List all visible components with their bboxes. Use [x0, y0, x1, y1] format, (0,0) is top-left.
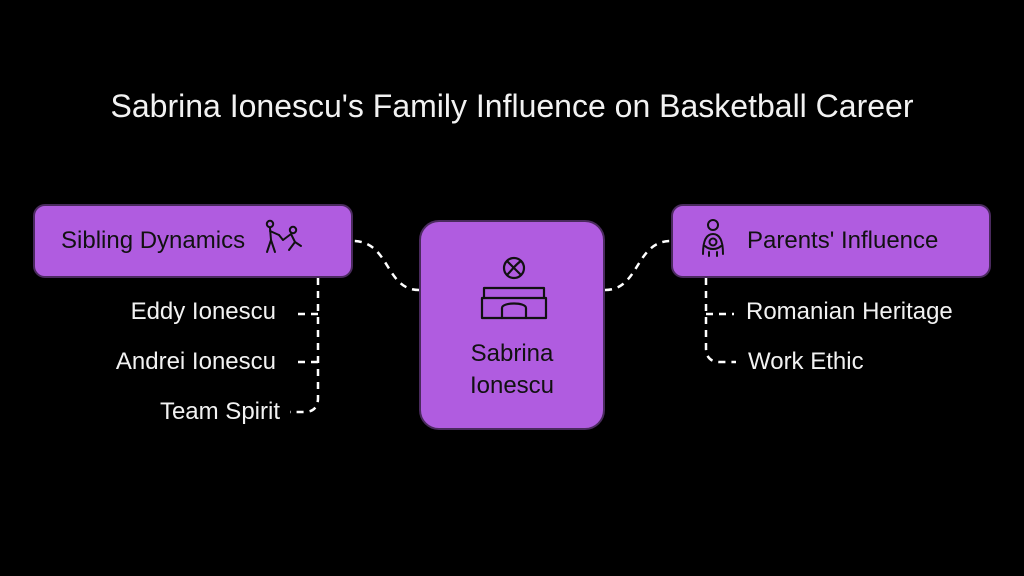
playing-people-icon	[261, 216, 305, 267]
leaf-romanian-heritage: Romanian Heritage	[746, 298, 953, 325]
center-label-line1: Sabrina	[470, 340, 554, 367]
connector-sibling-spine	[290, 278, 320, 414]
center-label-line2: Ionescu	[469, 372, 555, 399]
sibling-dynamics-label: Sibling Dynamics	[61, 227, 246, 254]
leaf-eddy-ionescu: Eddy Ionescu	[130, 298, 276, 325]
basketball-court-icon	[476, 252, 552, 333]
sabrina-ionescu-node: Sabrina Ionescu	[419, 220, 605, 430]
parent-with-child-icon	[693, 216, 733, 267]
center-label: Sabrina Ionescu	[421, 338, 603, 402]
leaf-andrei-ionescu: Andrei Ionescu	[115, 348, 276, 375]
leaf-work-ethic: Work Ethic	[748, 348, 864, 375]
connector-center-parents	[604, 239, 672, 292]
leaf-team-spirit: Team Spirit	[159, 398, 280, 425]
parents-influence-label: Parents' Influence	[747, 227, 939, 254]
sibling-dynamics-node: Sibling Dynamics	[33, 204, 353, 278]
connector-center-sibling	[352, 239, 420, 292]
connector-parents-spine	[704, 278, 736, 364]
diagram-title: Sabrina Ionescu's Family Influence on Ba…	[110, 88, 914, 124]
parents-influence-node: Parents' Influence	[671, 204, 991, 278]
